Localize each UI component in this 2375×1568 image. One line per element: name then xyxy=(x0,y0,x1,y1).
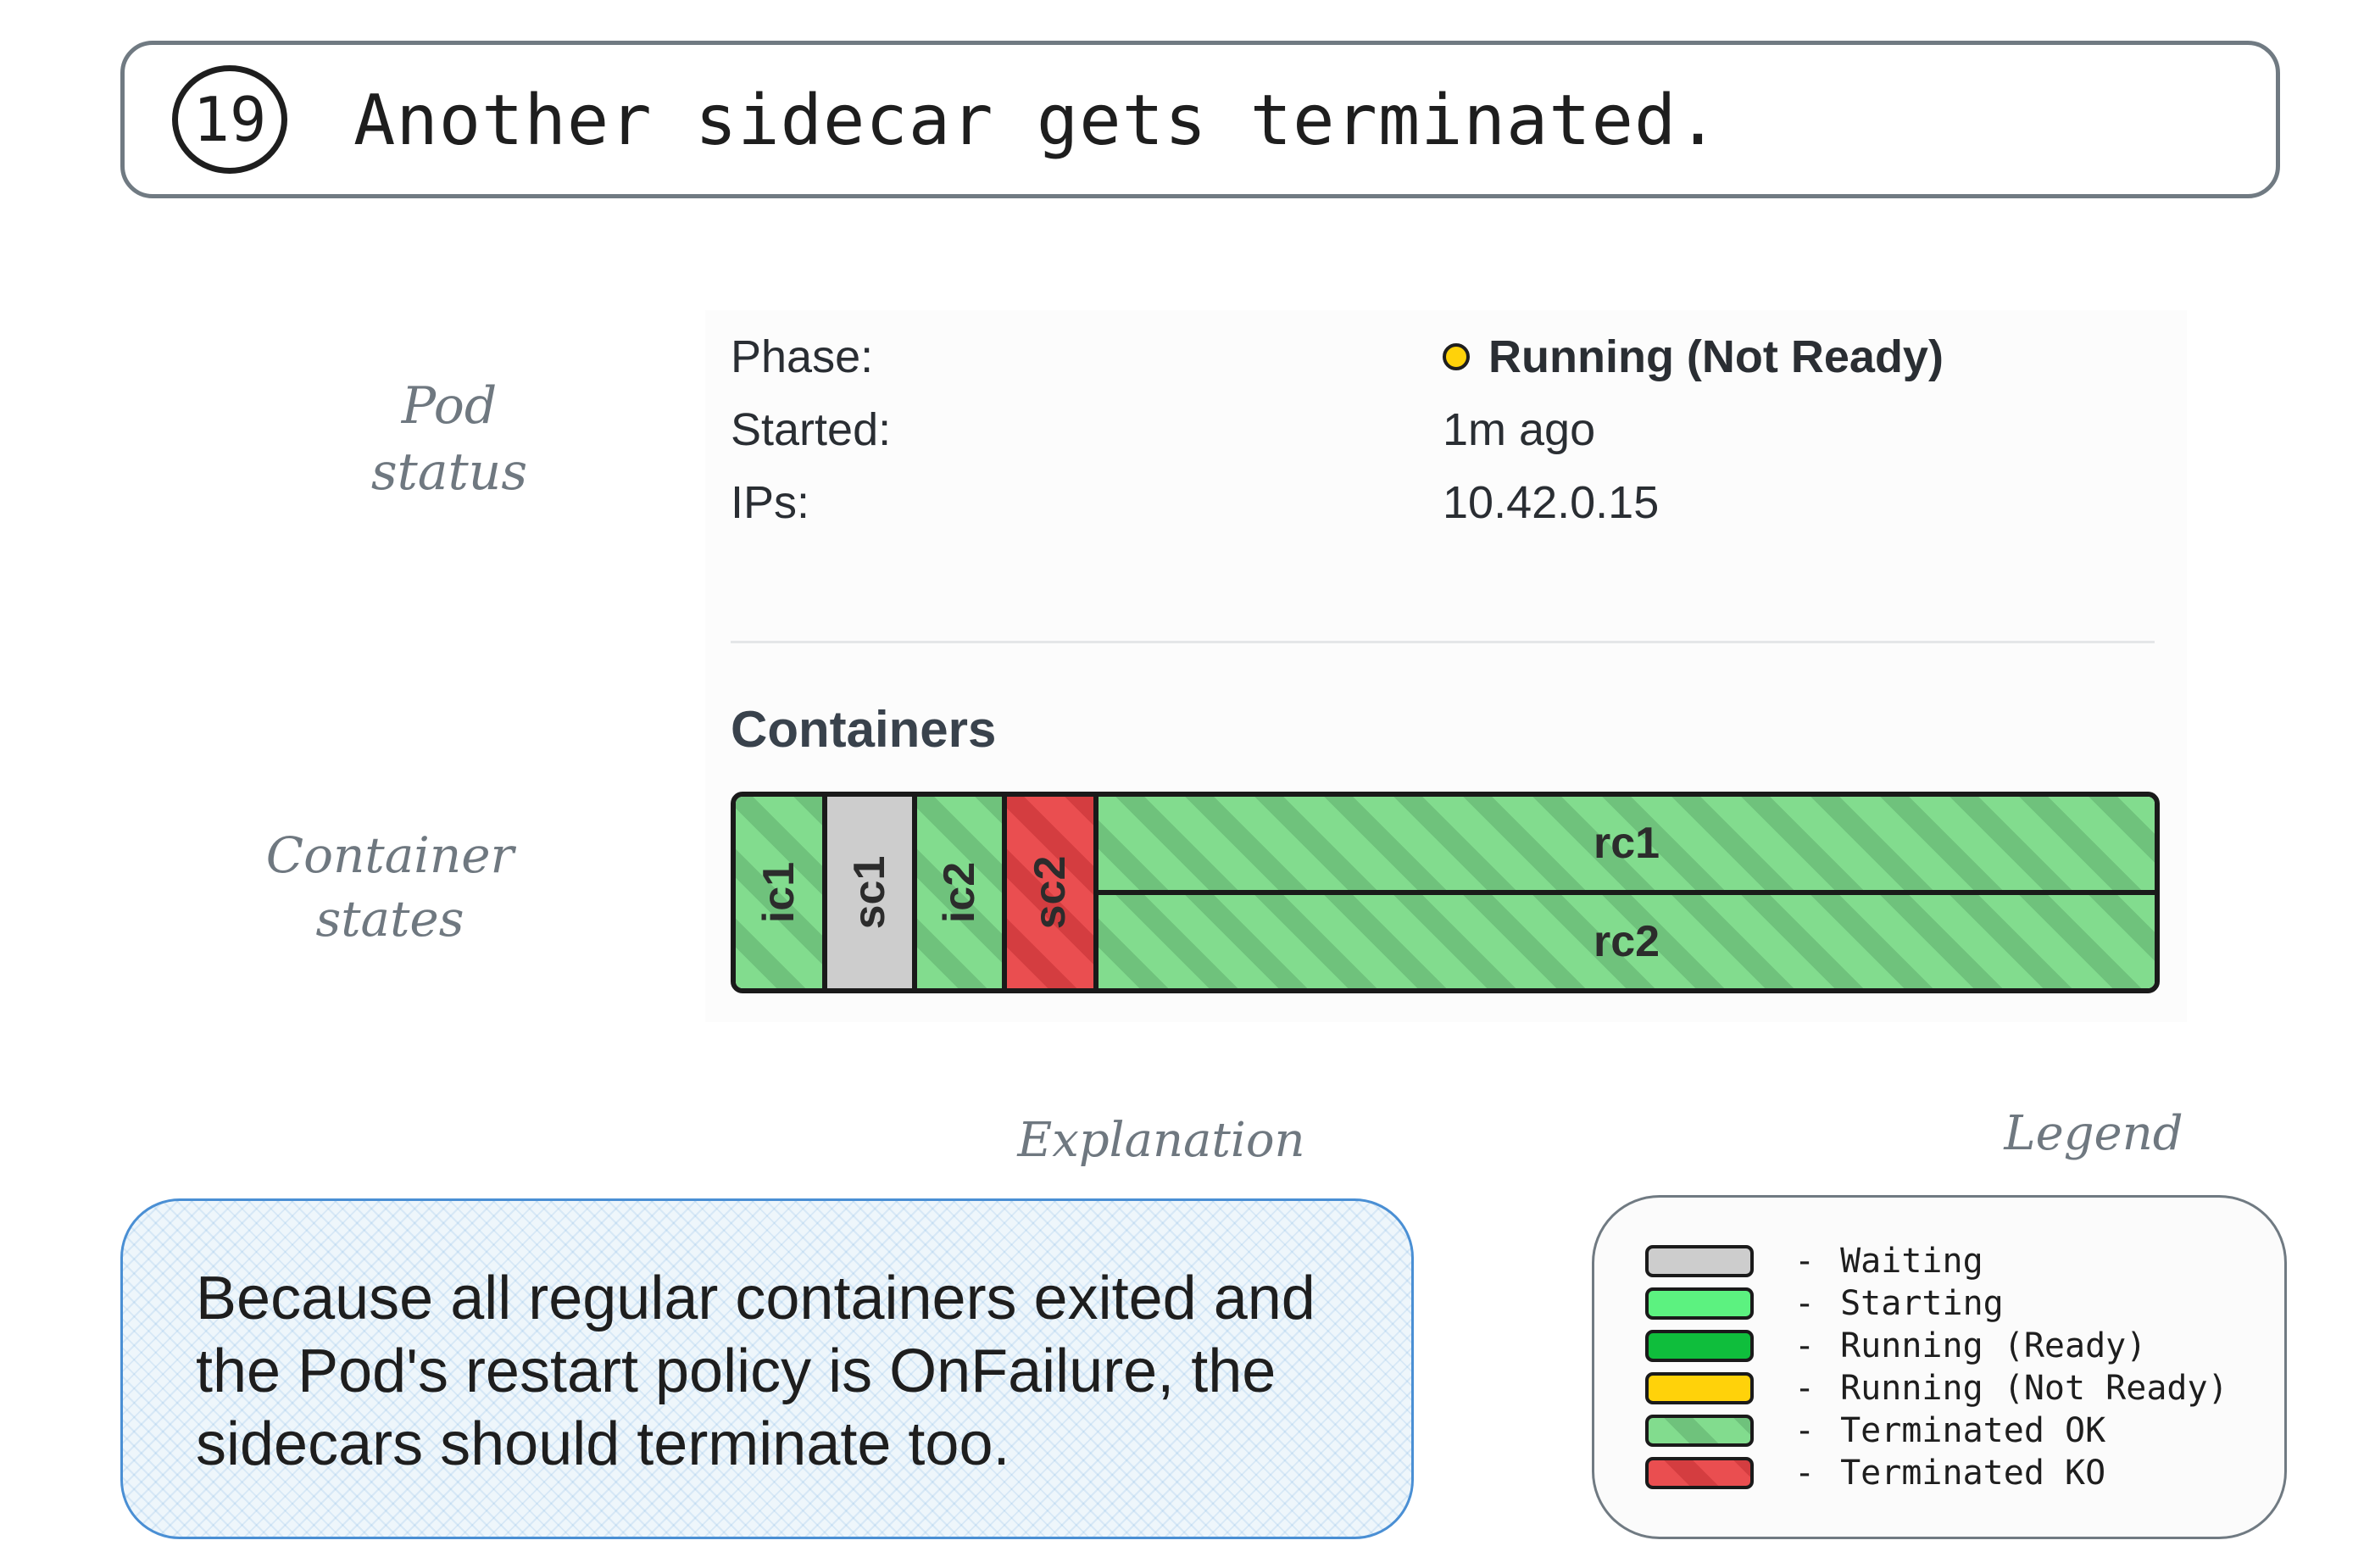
divider xyxy=(731,641,2155,643)
container-label: sc1 xyxy=(845,855,894,930)
container-ic1[interactable]: ic1 xyxy=(736,797,827,988)
container-label: ic2 xyxy=(935,861,984,924)
container-states-label-line1: Container xyxy=(265,826,514,884)
explanation-box: Because all regular containers exited an… xyxy=(120,1198,1414,1539)
legend-dash: - xyxy=(1794,1284,1816,1323)
started-value: 1m ago xyxy=(1443,404,1596,455)
explanation-text: Because all regular containers exited an… xyxy=(196,1265,1315,1478)
container-sc1[interactable]: sc1 xyxy=(827,797,917,988)
phase-value: Running (Not Ready) xyxy=(1443,331,1944,383)
pod-status-label-line2: status xyxy=(370,442,528,502)
containers-title: Containers xyxy=(731,701,997,758)
phase-value-text: Running (Not Ready) xyxy=(1488,331,1944,382)
container-rc1[interactable]: rc1 xyxy=(1099,797,2155,890)
container-ic2[interactable]: ic2 xyxy=(917,797,1007,988)
pod-status-label-line1: Pod xyxy=(401,376,498,436)
ips-value: 10.42.0.15 xyxy=(1443,477,1660,528)
container-states-label-line2: states xyxy=(315,890,464,948)
legend-list: - Waiting - Starting - Running (Ready) -… xyxy=(1645,1240,2228,1494)
legend-dash: - xyxy=(1794,1454,1816,1493)
regular-containers: rc1 rc2 xyxy=(1099,797,2155,988)
step-title: Another sidecar gets terminated. xyxy=(353,81,1720,161)
legend-swatch-terminated-ok xyxy=(1645,1415,1754,1447)
legend-label-text: Terminated KO xyxy=(1840,1454,2106,1493)
legend-label: Legend xyxy=(2004,1106,2183,1161)
pod-details-panel: Phase: Running (Not Ready) Started: 1m a… xyxy=(705,310,2187,1022)
legend-item: - Starting xyxy=(1645,1282,2228,1325)
legend-swatch-starting xyxy=(1645,1287,1754,1320)
step-number-badge: 19 xyxy=(172,65,287,174)
legend-item: - Terminated KO xyxy=(1645,1452,2228,1494)
status-dot-icon xyxy=(1443,343,1470,370)
container-label: sc2 xyxy=(1026,855,1075,930)
legend-label-text: Starting xyxy=(1840,1284,2004,1323)
container-rc2[interactable]: rc2 xyxy=(1099,890,2155,988)
legend-label-text: Terminated OK xyxy=(1840,1411,2106,1450)
legend-dash: - xyxy=(1794,1242,1816,1281)
legend-item: - Terminated OK xyxy=(1645,1410,2228,1452)
step-header: 19 Another sidecar gets terminated. xyxy=(120,41,2280,198)
legend-dash: - xyxy=(1794,1411,1816,1450)
ips-key: IPs: xyxy=(731,477,810,528)
container-states-label: Container states xyxy=(246,824,534,952)
legend-swatch-terminated-ko xyxy=(1645,1457,1754,1489)
container-label: rc1 xyxy=(1593,819,1660,868)
legend-label-text: Running (Not Ready) xyxy=(1840,1369,2228,1408)
container-state-bar: ic1 sc1 ic2 sc2 rc1 rc2 xyxy=(731,792,2160,993)
started-key: Started: xyxy=(731,404,892,455)
legend-label-text: Waiting xyxy=(1840,1242,1983,1281)
legend-dash: - xyxy=(1794,1326,1816,1365)
legend-item: - Waiting xyxy=(1645,1240,2228,1282)
legend-item: - Running (Not Ready) xyxy=(1645,1367,2228,1410)
legend-swatch-running-not-ready xyxy=(1645,1372,1754,1404)
phase-key: Phase: xyxy=(731,331,874,382)
legend-swatch-waiting xyxy=(1645,1245,1754,1277)
legend-dash: - xyxy=(1794,1369,1816,1408)
legend-item: - Running (Ready) xyxy=(1645,1325,2228,1367)
legend-label-text: Running (Ready) xyxy=(1840,1326,2147,1365)
container-sc2[interactable]: sc2 xyxy=(1007,797,1099,988)
legend-box: - Waiting - Starting - Running (Ready) -… xyxy=(1592,1195,2287,1539)
legend-swatch-running-ready xyxy=(1645,1330,1754,1362)
explanation-label: Explanation xyxy=(1017,1113,1305,1168)
container-label: rc2 xyxy=(1593,917,1660,966)
container-label: ic1 xyxy=(754,861,804,924)
pod-status-label: Pod status xyxy=(322,373,576,505)
